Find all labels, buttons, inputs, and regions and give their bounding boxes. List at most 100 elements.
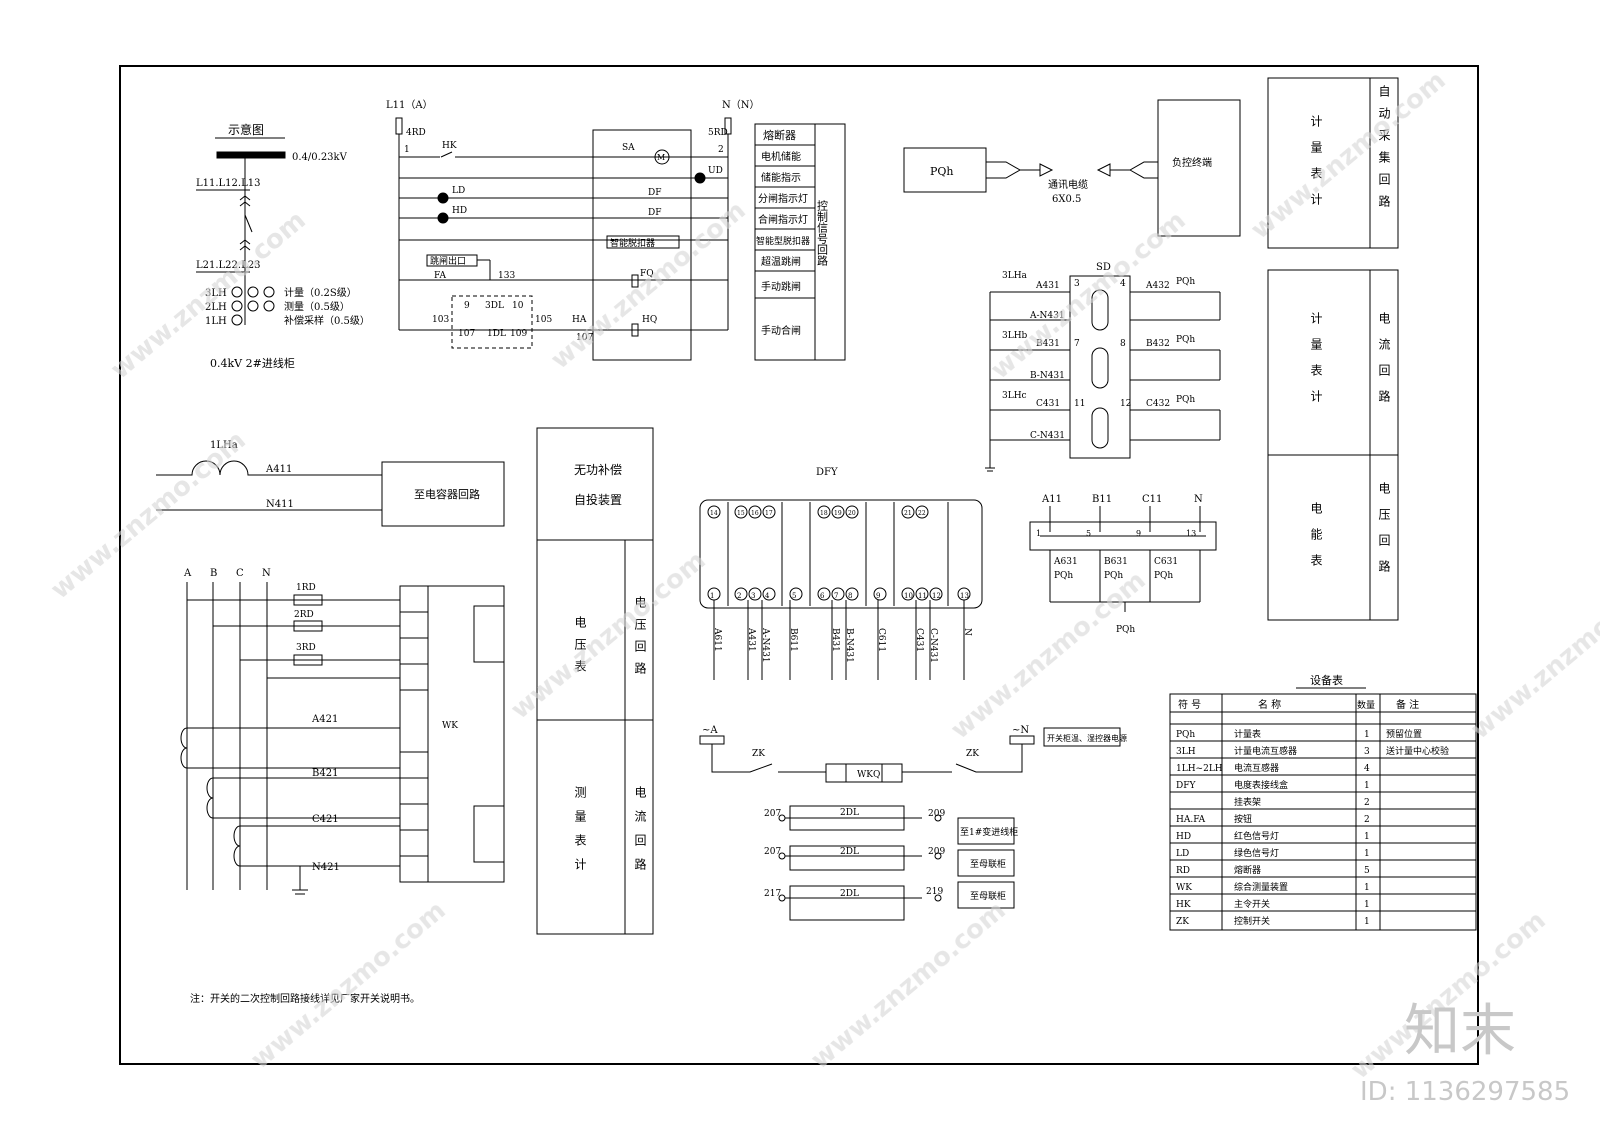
dfy-top-term: [762, 505, 776, 519]
pt-term-13: 13: [1186, 529, 1196, 538]
ha-label: HA: [572, 315, 587, 325]
legend-item-5: 智能型脱扣器: [756, 235, 810, 247]
legend-item-7: 手动跳闸: [761, 280, 801, 293]
dfy-bottom-term-label: 10: [904, 592, 913, 600]
capacitor-circuit: 1LHa A411 N411 至电容器回路: [156, 440, 505, 527]
dfy-bottom-term-label: 4: [765, 592, 770, 600]
equip-title: 设备表: [1310, 673, 1343, 687]
sd-pqh-b: PQh: [1176, 335, 1195, 345]
aux-1-target: 至母联柜: [970, 858, 1006, 870]
wk-circuit: A B C N 1RD 2RD 3RD A421 B421 C421 N421: [180, 568, 505, 895]
wkq-label: WKQ: [857, 770, 880, 780]
drawing-frame: [119, 65, 1479, 1065]
3dl-label: 3DL: [485, 301, 504, 311]
dfy-bottom-term-label: 8: [848, 592, 852, 600]
sd-wire-1: A-N431: [1029, 311, 1065, 321]
dfy-wire-label: C431: [914, 628, 924, 652]
schematic-diagram: 示意图 0.4/0.23kV L11.L12.L13 L21.L22.L23 3…: [196, 122, 370, 370]
comp-right-mid: 电压回路: [633, 596, 647, 684]
equip-cell: 3LH: [1176, 747, 1196, 757]
pt-out-a: A631: [1053, 557, 1078, 567]
hq-label: HQ: [642, 315, 657, 325]
aux-row-1: 207 2DL 209 至母联柜: [764, 845, 1015, 877]
equip-cell: HD: [1176, 832, 1191, 842]
df-label-1: DF: [648, 188, 661, 198]
equip-cell: 电流互感器: [1234, 762, 1279, 774]
ld-label: LD: [452, 186, 465, 196]
aux-row-2: 217 2DL 219 至母联柜: [764, 881, 1015, 921]
dfy-bottom-term: [748, 587, 762, 601]
dfy-bottom-term: [901, 587, 915, 601]
aux-contact-box: [451, 295, 533, 349]
sd-term-3: 3: [1074, 279, 1080, 289]
brand-logo: 知末: [1404, 999, 1516, 1064]
sd-out-b: B432: [1146, 339, 1170, 349]
dfy-bottom-term: [762, 587, 776, 601]
legend-item-6: 超温跳闸: [761, 255, 801, 268]
node-left: 1: [404, 145, 410, 155]
sa-label: SA: [622, 143, 635, 153]
box2-top-left: 计量表计: [1309, 312, 1323, 416]
aux-row-0: 207 2DL 209 至1#变进线柜: [764, 805, 1018, 845]
wk-wire-n: N421: [312, 862, 340, 873]
equip-cell: HK: [1176, 900, 1191, 910]
sd-term-4: 4: [1120, 279, 1126, 289]
legend-lines: [755, 144, 815, 299]
equip-cell: 按钮: [1234, 813, 1252, 825]
cap-wire-n: N411: [266, 499, 294, 510]
cabinet-label: 0.4kV 2#进线柜: [210, 356, 295, 370]
dfy-wire-label: B611: [788, 628, 798, 652]
dfy-bottom-term-label: 13: [960, 592, 969, 600]
equip-cell: 1: [1364, 781, 1370, 791]
box1-left: 计量表计: [1309, 115, 1323, 219]
aux-2-dl: 2DL: [840, 889, 859, 899]
compensation-panel: 无功补偿 自投装置 电压表 电压回路 测量表计 电流回路: [536, 427, 654, 935]
dfy-bottom-term-label: 3: [751, 592, 755, 600]
legend-item-4: 合闸指示灯: [758, 213, 808, 226]
dfy-bottom-term: [817, 587, 831, 601]
legend-item-0: 熔断器: [763, 128, 796, 142]
equip-cell: LD: [1176, 849, 1189, 859]
aux-0-right: 209: [928, 809, 945, 819]
dfy-wire-label: C-N431: [928, 628, 938, 663]
aux-1-dl: 2DL: [840, 847, 859, 857]
dfy-bottom-term: [831, 587, 845, 601]
dfy-wire-label: B431: [830, 628, 840, 652]
power-circuit: ~A ~N ZK ZK WKQ 开关柜温、湿控器电源: [699, 725, 1127, 783]
term-9-label: 9: [464, 301, 470, 311]
cap-ct-label: 1LHa: [210, 440, 238, 451]
ct-row-2lh: 2LH: [205, 302, 227, 313]
aux-0-target: 至1#变进线柜: [960, 826, 1018, 838]
sd-ct-a: 3LHa: [1002, 271, 1028, 281]
watermark-9: www.znzmo.com: [245, 895, 451, 1075]
id-label: ID: 1136297585: [1360, 1077, 1570, 1107]
footnote: 注：开关的二次控制回路接线详见厂家开关说明书。: [190, 992, 420, 1005]
pqh-label: PQh: [930, 165, 954, 178]
pt-out-b: B631: [1104, 557, 1128, 567]
watermark-3: www.znzmo.com: [545, 195, 751, 375]
dfy-top-term: [845, 505, 859, 519]
sd-ct-b: 3LHb: [1002, 331, 1028, 341]
dfy-bottom-term: [789, 587, 803, 601]
pt-phase-a: A11: [1041, 494, 1062, 505]
df-label-2: DF: [648, 208, 661, 218]
pt-out-c: C631: [1154, 557, 1178, 567]
equip-cell: 1: [1364, 900, 1370, 910]
dfy-top-term-label: 21: [904, 510, 912, 517]
fq-label: FQ: [640, 269, 654, 279]
box2-bottom-right: 电压回路: [1377, 482, 1391, 586]
schematic-title: 示意图: [228, 122, 264, 137]
ct-row-3lh: 3LH: [205, 288, 227, 299]
equip-cell: PQh: [1176, 730, 1195, 740]
node-right: 2: [718, 145, 724, 155]
dfy-bottom-term-label: 1: [710, 592, 714, 600]
motor-label: M: [657, 153, 665, 162]
aux-2-right: 219: [926, 887, 943, 897]
watermark-10: www.znzmo.com: [805, 895, 1011, 1075]
fuse-2rd: 2RD: [294, 610, 314, 620]
pt-pqh-c: PQh: [1154, 571, 1173, 581]
dfy-top-term: [831, 505, 845, 519]
